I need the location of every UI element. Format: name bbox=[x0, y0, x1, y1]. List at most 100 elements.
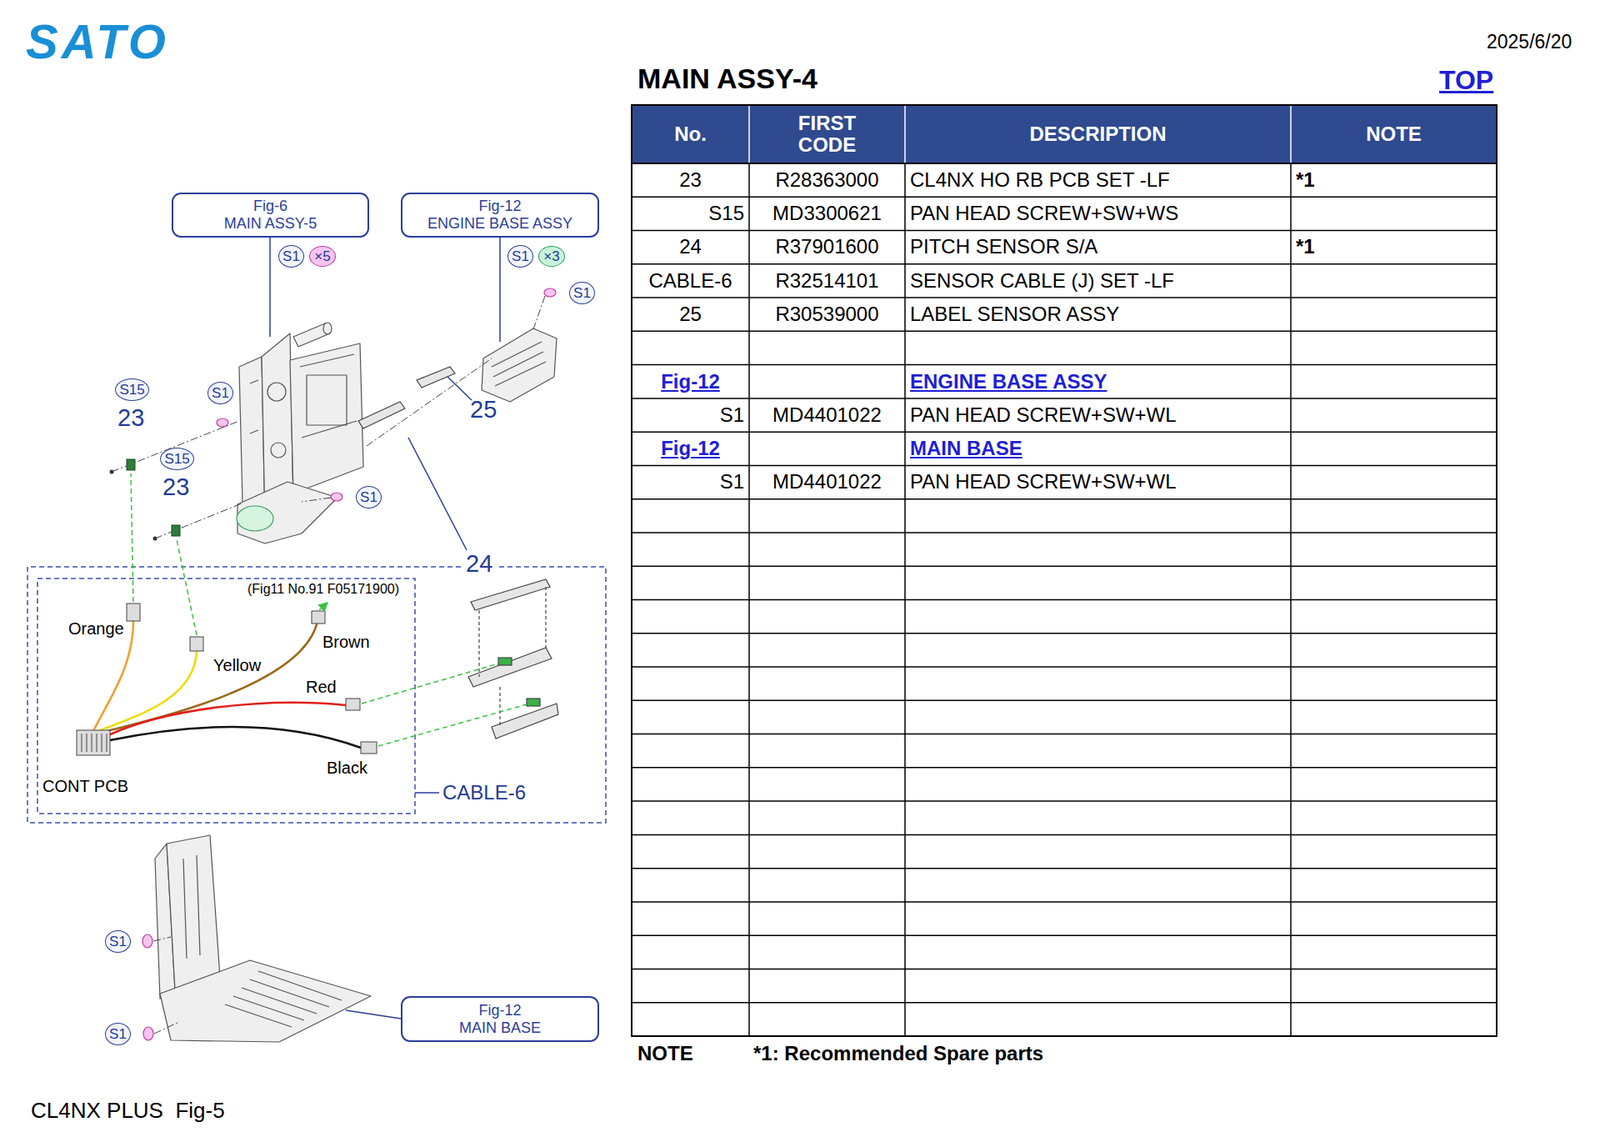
date-text: 2025/6/20 bbox=[1486, 30, 1572, 53]
table-cell-text: PAN HEAD SCREW+SW+WL bbox=[910, 470, 1177, 493]
callout-text: S1 bbox=[511, 248, 530, 265]
row-line bbox=[631, 230, 1497, 232]
callout-number: 23 bbox=[117, 404, 145, 432]
table-header-text: NOTE bbox=[1365, 123, 1422, 145]
table-cell-text: *1 bbox=[1295, 169, 1315, 191]
table-cell-text: PAN HEAD SCREW+SW+WS bbox=[910, 202, 1179, 225]
table-header-text: FIRST CODE bbox=[781, 112, 874, 157]
row-line bbox=[631, 364, 1497, 366]
hr-pcb-part bbox=[126, 459, 135, 470]
table-cell-text: Fig-12 bbox=[660, 437, 720, 460]
green-link bbox=[361, 663, 499, 704]
frame-detail bbox=[250, 354, 357, 438]
callout-oval: S1 bbox=[207, 381, 234, 405]
wire-connector bbox=[311, 610, 325, 624]
table-cell-text: S1 bbox=[720, 470, 745, 493]
green-link bbox=[319, 603, 327, 610]
table-cell: ENGINE BASE ASSY bbox=[905, 365, 1291, 399]
table-cell: MD4401022 bbox=[749, 465, 905, 499]
callout-oval: S1 bbox=[278, 245, 305, 268]
table-cell: SENSOR CABLE (J) SET -LF bbox=[905, 264, 1291, 298]
screws bbox=[142, 288, 556, 1040]
callout-text: S1 bbox=[573, 285, 591, 302]
row-line bbox=[631, 800, 1497, 802]
box-text: ENGINE BASE ASSY bbox=[427, 215, 573, 233]
base-plate bbox=[237, 481, 338, 544]
small-screws bbox=[110, 470, 158, 541]
table-cell: Fig-12 bbox=[631, 365, 750, 399]
table-cell: *1 bbox=[1290, 163, 1497, 197]
gear bbox=[267, 382, 286, 401]
header-divider bbox=[748, 105, 750, 164]
reference-box: Fig-12MAIN BASE bbox=[400, 995, 600, 1042]
wire-connector bbox=[345, 698, 360, 710]
table-header-text: No. bbox=[674, 123, 707, 145]
table-cell: PAN HEAD SCREW+SW+WS bbox=[905, 196, 1291, 230]
engine-base bbox=[481, 328, 557, 402]
callout-number: 23 bbox=[162, 473, 190, 501]
mechanism-body bbox=[290, 343, 364, 494]
row-line bbox=[631, 565, 1497, 567]
page-caption: CL4NX PLUS Fig-5 bbox=[30, 1098, 225, 1124]
connector-pins bbox=[81, 733, 107, 752]
table-cell-text: S1 bbox=[720, 404, 745, 426]
table-cell-text: LABEL SENSOR ASSY bbox=[910, 303, 1120, 325]
row-line bbox=[631, 900, 1497, 903]
row-line bbox=[631, 665, 1497, 668]
pcb-label: CONT PCB bbox=[42, 776, 129, 796]
header-divider bbox=[1290, 105, 1292, 164]
sensor-chip bbox=[498, 657, 512, 665]
wires bbox=[93, 620, 361, 748]
table-cell-text: 25 bbox=[679, 303, 702, 325]
table-cell: PAN HEAD SCREW+SW+WL bbox=[905, 465, 1291, 499]
cable-label: CABLE-6 bbox=[442, 780, 526, 805]
table-cell-text: R28363000 bbox=[775, 169, 879, 191]
screw bbox=[142, 934, 153, 948]
sensor-plate bbox=[491, 703, 559, 739]
callout-oval: S15 bbox=[115, 378, 150, 401]
row-line bbox=[631, 330, 1497, 333]
table-cell-text: SENSOR CABLE (J) SET -LF bbox=[910, 270, 1175, 292]
cont-pcb-connector bbox=[76, 730, 110, 755]
wire-color-label: Yellow bbox=[213, 655, 261, 675]
assembly-line bbox=[154, 1021, 180, 1034]
table-cell: Fig-12 bbox=[631, 431, 750, 465]
green-link bbox=[378, 704, 527, 746]
row-line bbox=[631, 766, 1497, 769]
roller-end bbox=[323, 322, 332, 335]
callout-text: S1 bbox=[360, 489, 378, 506]
table-header-fill bbox=[631, 105, 1497, 164]
table-cell: CABLE-6 bbox=[631, 264, 750, 298]
table-cell: 23 bbox=[631, 163, 750, 197]
assembly-line bbox=[533, 295, 545, 330]
box-text: MAIN BASE bbox=[459, 1019, 541, 1037]
table-cell: S1 bbox=[631, 398, 750, 432]
base-floor bbox=[160, 960, 371, 1042]
table-cell-text: R37901600 bbox=[775, 235, 879, 258]
row-line bbox=[631, 968, 1497, 970]
table-cell: LABEL SENSOR ASSY bbox=[905, 297, 1291, 331]
callout-number: 24 bbox=[465, 550, 493, 578]
callout-oval: S1 bbox=[569, 281, 595, 305]
table-cell-text: MAIN BASE bbox=[910, 437, 1023, 460]
green-link bbox=[176, 539, 197, 635]
table-cell: R28363000 bbox=[749, 163, 905, 197]
table-cell: *1 bbox=[1290, 230, 1497, 265]
table-cell: DESCRIPTION bbox=[905, 105, 1291, 164]
wire-color-label: Red bbox=[305, 677, 337, 697]
wire-connector bbox=[360, 741, 377, 754]
callout-text: S1 bbox=[211, 385, 230, 402]
black-wire bbox=[110, 726, 361, 748]
table-cell-text: MD3300621 bbox=[772, 202, 882, 225]
row-line bbox=[631, 834, 1497, 836]
callout-oval: S1 bbox=[507, 245, 534, 268]
table-cell-text: 23 bbox=[679, 169, 702, 191]
table-cell-text: CABLE-6 bbox=[648, 270, 732, 292]
callout-oval: S1 bbox=[105, 930, 131, 953]
table-cell: PAN HEAD SCREW+SW+WL bbox=[905, 398, 1291, 432]
main-assembly bbox=[237, 322, 364, 544]
assembly-line bbox=[301, 497, 331, 502]
note-text: *1: Recommended Spare parts bbox=[753, 1041, 1044, 1065]
row-line bbox=[631, 430, 1497, 433]
